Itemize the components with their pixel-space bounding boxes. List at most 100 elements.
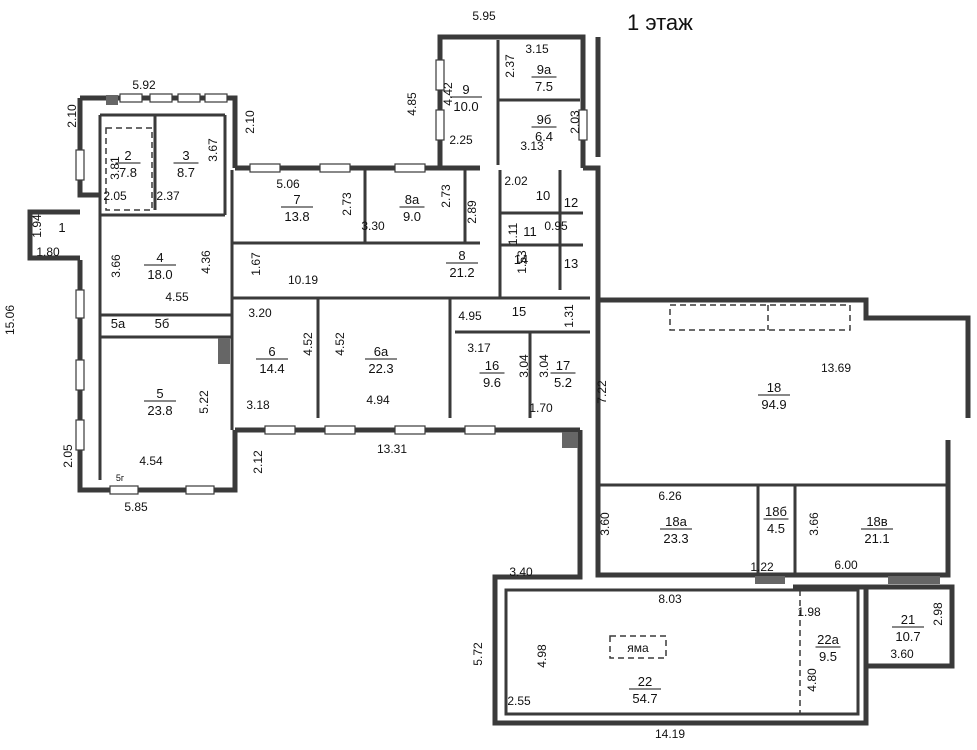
dimension-label: 2.10	[65, 104, 79, 128]
dimension-label: 2.10	[243, 110, 257, 134]
dimension-label: 3.15	[525, 42, 549, 56]
dimension-label: 3.66	[807, 512, 821, 536]
room-r5b: 5б	[155, 316, 170, 331]
room-number: 14	[514, 252, 528, 267]
dimension-label: 2.03	[568, 110, 582, 134]
room-r9a: 9а7.5	[531, 62, 557, 94]
dimension-label: 3.04	[517, 354, 531, 378]
dimension-label: 1.98	[797, 605, 821, 619]
dimension-label: 3.18	[246, 398, 270, 412]
room-area: 10.7	[895, 629, 920, 644]
room-number: 17	[556, 358, 570, 373]
room-number: 18б	[765, 504, 787, 519]
dimension-label: 2.55	[507, 694, 531, 708]
room-r6: 614.4	[256, 344, 288, 376]
dimension-label: 2.25	[449, 133, 473, 147]
room-5g-label: 5г	[116, 473, 125, 483]
room-area: 9.5	[819, 649, 837, 664]
room-r3: 38.7	[173, 148, 199, 180]
room-number: 13	[564, 256, 578, 271]
dimension-label: 1.67	[249, 252, 263, 276]
dimension-label: 6.00	[834, 558, 858, 572]
room-r12: 12	[564, 195, 578, 210]
dimension-label: 10.19	[288, 273, 318, 287]
room-area: 94.9	[761, 397, 786, 412]
dimension-label: 2.37	[156, 189, 180, 203]
room-number: 15	[512, 304, 526, 319]
dimension-label: 4.42	[441, 82, 455, 106]
dimension-label: 4.98	[535, 644, 549, 668]
dimension-label: 2.12	[251, 450, 265, 474]
dimension-label: 3.04	[537, 354, 551, 378]
dimension-label: 3.67	[206, 138, 220, 162]
room-r9b: 9б6.4	[531, 112, 557, 144]
room-number: 2	[124, 148, 131, 163]
room-r5: 523.8	[144, 386, 176, 418]
floor-title: 1 этаж	[627, 10, 693, 35]
pit-outline	[609, 635, 667, 659]
room-number: 12	[564, 195, 578, 210]
room-number: 16	[485, 358, 499, 373]
room-r21: 21 10.7	[892, 612, 924, 644]
room-r2: 27.8	[115, 148, 141, 180]
dimension-label: 5.92	[132, 78, 156, 92]
dimension-label: 4.95	[458, 309, 482, 323]
dimension-label: 4.55	[165, 290, 189, 304]
room-area: 23.3	[663, 531, 688, 546]
room-area: 6.4	[535, 129, 553, 144]
room-number: 1	[58, 220, 65, 235]
room-area: 18.0	[147, 267, 172, 282]
room-number: 9а	[537, 62, 552, 77]
room-number: 3	[182, 148, 189, 163]
dimension-label: 8.03	[658, 592, 682, 606]
room-number: 5	[156, 386, 163, 401]
room-r8a: 8а9.0	[399, 192, 425, 224]
room-area: 22.3	[368, 361, 393, 376]
room-number: 8а	[405, 192, 420, 207]
dimension-label: 1.53	[515, 250, 529, 274]
dimension-label: 13.69	[821, 361, 851, 375]
dimension-label: 4.85	[405, 92, 419, 116]
dimension-label: 4.36	[199, 250, 213, 274]
dimension-label: 2.02	[504, 174, 528, 188]
dimension-label: 4.52	[333, 332, 347, 356]
dimension-label: 2.73	[439, 184, 453, 208]
dimension-label: 1.31	[562, 304, 576, 328]
dimension-label: 3.17	[467, 341, 491, 355]
room-area: 7.5	[535, 79, 553, 94]
dimension-label: 3.66	[109, 254, 123, 278]
dimension-label: 13.31	[377, 442, 407, 456]
dimension-label: 0.95	[544, 219, 568, 233]
room-area: 9.0	[403, 209, 421, 224]
dimension-label: 4.54	[139, 454, 163, 468]
dimension-label: 3.20	[248, 306, 272, 320]
room-area: 4.5	[767, 521, 785, 536]
room-area: 23.8	[147, 403, 172, 418]
room-number: 5б	[155, 316, 170, 331]
dimension-label: 2.73	[340, 192, 354, 216]
dimension-label: 5.06	[276, 177, 300, 191]
dimension-label: 2.98	[931, 602, 945, 626]
dimension-label: 3.40	[509, 565, 533, 579]
room-number: 21	[901, 612, 915, 627]
room-number: 7	[293, 192, 300, 207]
dimension-label: 3.30	[361, 219, 385, 233]
dimension-label: 5.22	[197, 390, 211, 414]
room-r10: 10	[536, 188, 550, 203]
room-area: 8.7	[177, 165, 195, 180]
room-number: 6	[268, 344, 275, 359]
dimension-label: 2.89	[465, 200, 479, 224]
room-area: 14.4	[259, 361, 284, 376]
dimension-label: 3.13	[520, 139, 544, 153]
room-r16: 169.6	[479, 358, 505, 390]
room-number: 22	[638, 674, 652, 689]
dimension-label: 5.95	[472, 9, 496, 23]
dimension-label: 15.06	[3, 305, 17, 335]
pit-label: яма	[627, 641, 649, 655]
